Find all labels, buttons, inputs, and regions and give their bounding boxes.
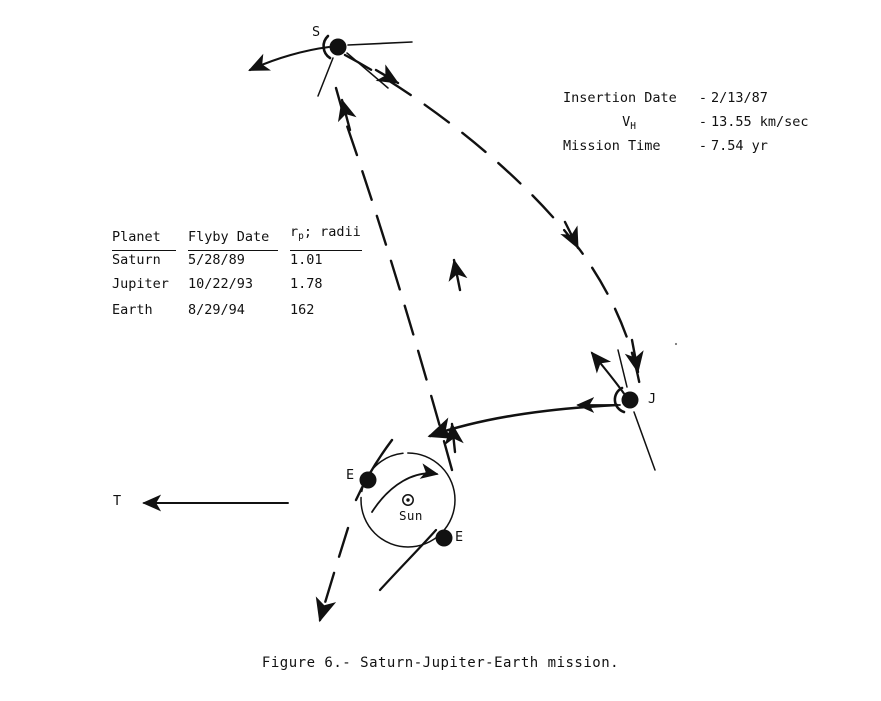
- flyby-table: Planet Flyby Date rp; radii Saturn 5/28/…: [112, 224, 374, 328]
- vh-value: 13.55 km/sec: [711, 114, 809, 130]
- target-label: T: [113, 493, 122, 509]
- scan-speck: [674, 342, 678, 346]
- cell-planet: Saturn: [112, 252, 161, 268]
- earth-label-1: E: [346, 467, 355, 483]
- saturn-marker: [329, 38, 347, 56]
- jupiter-orbit-line-up: [617, 349, 628, 388]
- insertion-date-dash: -: [698, 90, 708, 106]
- arrow-saturn-jupiter-b: [560, 220, 580, 250]
- arrow-earth-saturn-b: [448, 258, 468, 292]
- earth-label-2: E: [455, 529, 464, 545]
- arrow-saturn-jupiter-a: [374, 64, 400, 85]
- earth-swingby-arc: [371, 463, 439, 513]
- saturn-tangent-line-right: [347, 41, 413, 46]
- table-header-rule: [112, 245, 374, 252]
- rule-date: [188, 245, 290, 252]
- header-rp-subscript: p: [298, 231, 304, 242]
- cell-rp: 1.01: [290, 252, 323, 268]
- mission-time-dash: -: [698, 138, 708, 154]
- mission-parameters: Insertion Date - 2/13/87 VH - 13.55 km/s…: [563, 86, 809, 158]
- vh-subscript: H: [630, 121, 636, 132]
- earth-marker-1: [359, 471, 377, 489]
- trajectory-earth2-outbound: [378, 528, 438, 592]
- cell-rp: 1.78: [290, 276, 323, 292]
- insertion-date-value: 2/13/87: [711, 90, 768, 106]
- cell-rp: 162: [290, 302, 315, 318]
- header-flyby-date: Flyby Date: [188, 229, 270, 245]
- table-row: Earth 8/29/94 162: [112, 302, 374, 328]
- vh-label: VH: [563, 110, 695, 139]
- jupiter-marker: [621, 391, 639, 409]
- earth-marker-2: [435, 529, 453, 547]
- mission-time-value: 7.54 yr: [711, 138, 768, 154]
- mission-time-label: Mission Time: [563, 138, 661, 154]
- header-rp: rp; radii: [290, 224, 374, 245]
- param-row-insertion-date: Insertion Date - 2/13/87: [563, 86, 809, 110]
- jupiter-orbit-arc: [613, 386, 626, 414]
- jupiter-orbit-line-down: [633, 411, 656, 471]
- trajectory-jupiter-earth: [427, 403, 619, 440]
- header-planet: Planet: [112, 229, 161, 245]
- arrow-earth-saturn-c: [337, 98, 357, 132]
- arrow-earth-saturn-a: [444, 422, 464, 454]
- rule-rp: [290, 245, 374, 252]
- earth-orbit-circle: [360, 452, 456, 548]
- table-row: Saturn 5/28/89 1.01: [112, 252, 374, 276]
- trajectory-through-earth-1: [354, 438, 394, 502]
- param-row-mission-time: Mission Time - 7.54 yr: [563, 134, 809, 158]
- vh-symbol: V: [622, 114, 631, 130]
- header-rp-tail: ; radii: [303, 224, 361, 240]
- vh-dash: -: [698, 114, 708, 130]
- cell-planet: Jupiter: [112, 276, 169, 292]
- saturn-label: S: [312, 24, 321, 40]
- table-header-row: Planet Flyby Date rp; radii: [112, 224, 374, 245]
- cell-flyby-date: 8/29/94: [188, 302, 245, 318]
- header-rp-symbol: r: [290, 224, 299, 240]
- table-row: Jupiter 10/22/93 1.78: [112, 276, 374, 302]
- cell-flyby-date: 5/28/89: [188, 252, 245, 268]
- sun-label: Sun: [399, 508, 423, 523]
- figure-caption: Figure 6.- Saturn-Jupiter-Earth mission.: [261, 655, 620, 671]
- jupiter-label: J: [648, 391, 657, 407]
- trajectory-earth-saturn: [334, 86, 454, 472]
- trajectory-escape-outbound: [315, 526, 350, 623]
- rule-planet: [112, 245, 188, 252]
- saturn-radial-line-down: [317, 57, 334, 97]
- cell-flyby-date: 10/22/93: [188, 276, 254, 292]
- sun-symbol: [402, 494, 414, 506]
- insertion-date-label: Insertion Date: [563, 90, 677, 106]
- cell-planet: Earth: [112, 302, 153, 318]
- saturn-heliocentric-arrow: [248, 45, 331, 72]
- jupiter-departure-arrow: [590, 351, 627, 397]
- param-row-vh: VH - 13.55 km/sec: [563, 110, 809, 134]
- arrow-saturn-jupiter-c: [624, 338, 644, 374]
